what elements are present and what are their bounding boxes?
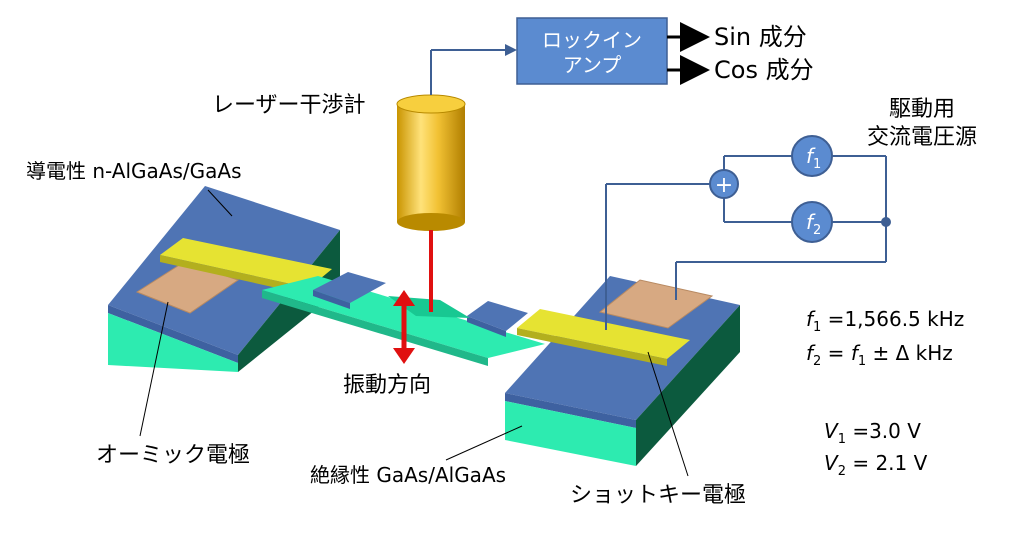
f1-param-sub: 1: [813, 320, 821, 335]
beam-blue-cap-left-front: [313, 290, 350, 309]
v2-param-lhs: V: [824, 451, 839, 475]
f2-param-rhs: f: [851, 341, 861, 365]
f1-symbol: f: [806, 144, 816, 168]
insulating-layer-label: 絶縁性 GaAs/AlGaAs: [310, 463, 506, 487]
junction-dot: [881, 217, 891, 227]
laser-interferometer-label: レーザー干渉計: [212, 93, 366, 118]
left-pad: [108, 186, 340, 372]
right-pad: [505, 276, 740, 466]
left-pad-green-front: [108, 313, 238, 372]
lockin-label-line2: アンプ: [563, 53, 622, 77]
right-pad-green-front: [505, 401, 636, 466]
insulating-layer-leader: [445, 425, 523, 461]
schottky-strip-right-front: [517, 328, 667, 366]
f2-param-eq: =: [821, 341, 850, 365]
svg-text:f1 =1,566.5 kHz: f1 =1,566.5 kHz: [806, 307, 964, 335]
f1-param-value: =1,566.5 kHz: [821, 307, 964, 331]
parameters: f1 =1,566.5 kHz f2 = f1 ± Δ kHz V1 =3.0 …: [806, 307, 964, 479]
vibration-direction-label: 振動方向: [343, 373, 431, 398]
ohmic-electrode-right: [598, 279, 714, 329]
adder: +: [709, 169, 739, 199]
lockin-amplifier: ロックイン アンプ Sin 成分 Cos 成分: [430, 17, 814, 95]
schottky-strip-left-top: [160, 238, 332, 288]
conductive-layer-label: 導電性 n-AlGaAs/GaAs: [26, 159, 242, 183]
adder-symbol: +: [715, 173, 733, 198]
vibration-arrow: [393, 290, 415, 364]
schottky-electrode-leader: [647, 351, 689, 477]
ohmic-electrode-leader: [139, 301, 169, 437]
f2-param-sub: 2: [813, 354, 821, 369]
conductive-layer-leader: [207, 189, 233, 217]
f2-symbol: f: [806, 210, 816, 234]
svg-text:V2 = 2.1 V: V2 = 2.1 V: [824, 451, 928, 479]
v1-param-lhs: V: [824, 419, 839, 443]
right-pad-blue-front: [505, 393, 636, 428]
drive-circuit: [605, 155, 887, 330]
schottky-electrode-label: ショットキー電極: [570, 483, 746, 508]
schottky-strip-left-front: [160, 255, 309, 295]
drive-source-label-2: 交流電圧源: [867, 125, 977, 150]
schottky-strip-right-top: [517, 309, 690, 359]
beam-front: [262, 290, 488, 366]
ohmic-electrode-left: [135, 261, 240, 314]
svg-text:f2: f2: [806, 210, 821, 238]
v1-param-value: =3.0 V: [846, 419, 921, 443]
beam-blue-cap-left-top: [313, 272, 386, 303]
v2-param-sub: 2: [838, 464, 846, 479]
f1-param-lhs: f: [806, 307, 816, 331]
f1-sub: 1: [813, 157, 821, 172]
svg-text:V1 =3.0 V: V1 =3.0 V: [824, 419, 921, 447]
cylinder-bottom: [397, 213, 465, 231]
beam-blue-cap-right-top: [467, 301, 528, 331]
f2-sub: 2: [813, 223, 821, 238]
beam-blue-cap-right-front: [467, 316, 506, 337]
drive-source-label-1: 駆動用: [889, 97, 955, 122]
sin-output-label: Sin 成分: [714, 23, 807, 51]
source-f2: f2: [791, 201, 833, 243]
f2-param-value: ± Δ kHz: [866, 341, 953, 365]
cylinder-body: [397, 104, 465, 222]
svg-text:f1: f1: [806, 144, 821, 172]
source-f1: f1: [791, 135, 833, 177]
ohmic-electrode-label: オーミック電極: [96, 443, 250, 468]
lockin-box: [516, 17, 668, 85]
laser-interferometer: [396, 94, 466, 312]
f2-param-lhs: f: [806, 341, 816, 365]
svg-text:f2 = f1 ± Δ kHz: f2 = f1 ± Δ kHz: [806, 341, 953, 369]
v2-param-value: = 2.1 V: [846, 451, 928, 475]
f2-param-rhs-sub: 1: [858, 354, 866, 369]
left-pad-blue-front: [108, 305, 238, 363]
cylinder-top: [396, 94, 466, 114]
v1-param-sub: 1: [838, 432, 846, 447]
lockin-label-line1: ロックイン: [542, 28, 642, 52]
right-pad-side-dark: [636, 305, 740, 466]
cos-output-label: Cos 成分: [714, 56, 814, 84]
